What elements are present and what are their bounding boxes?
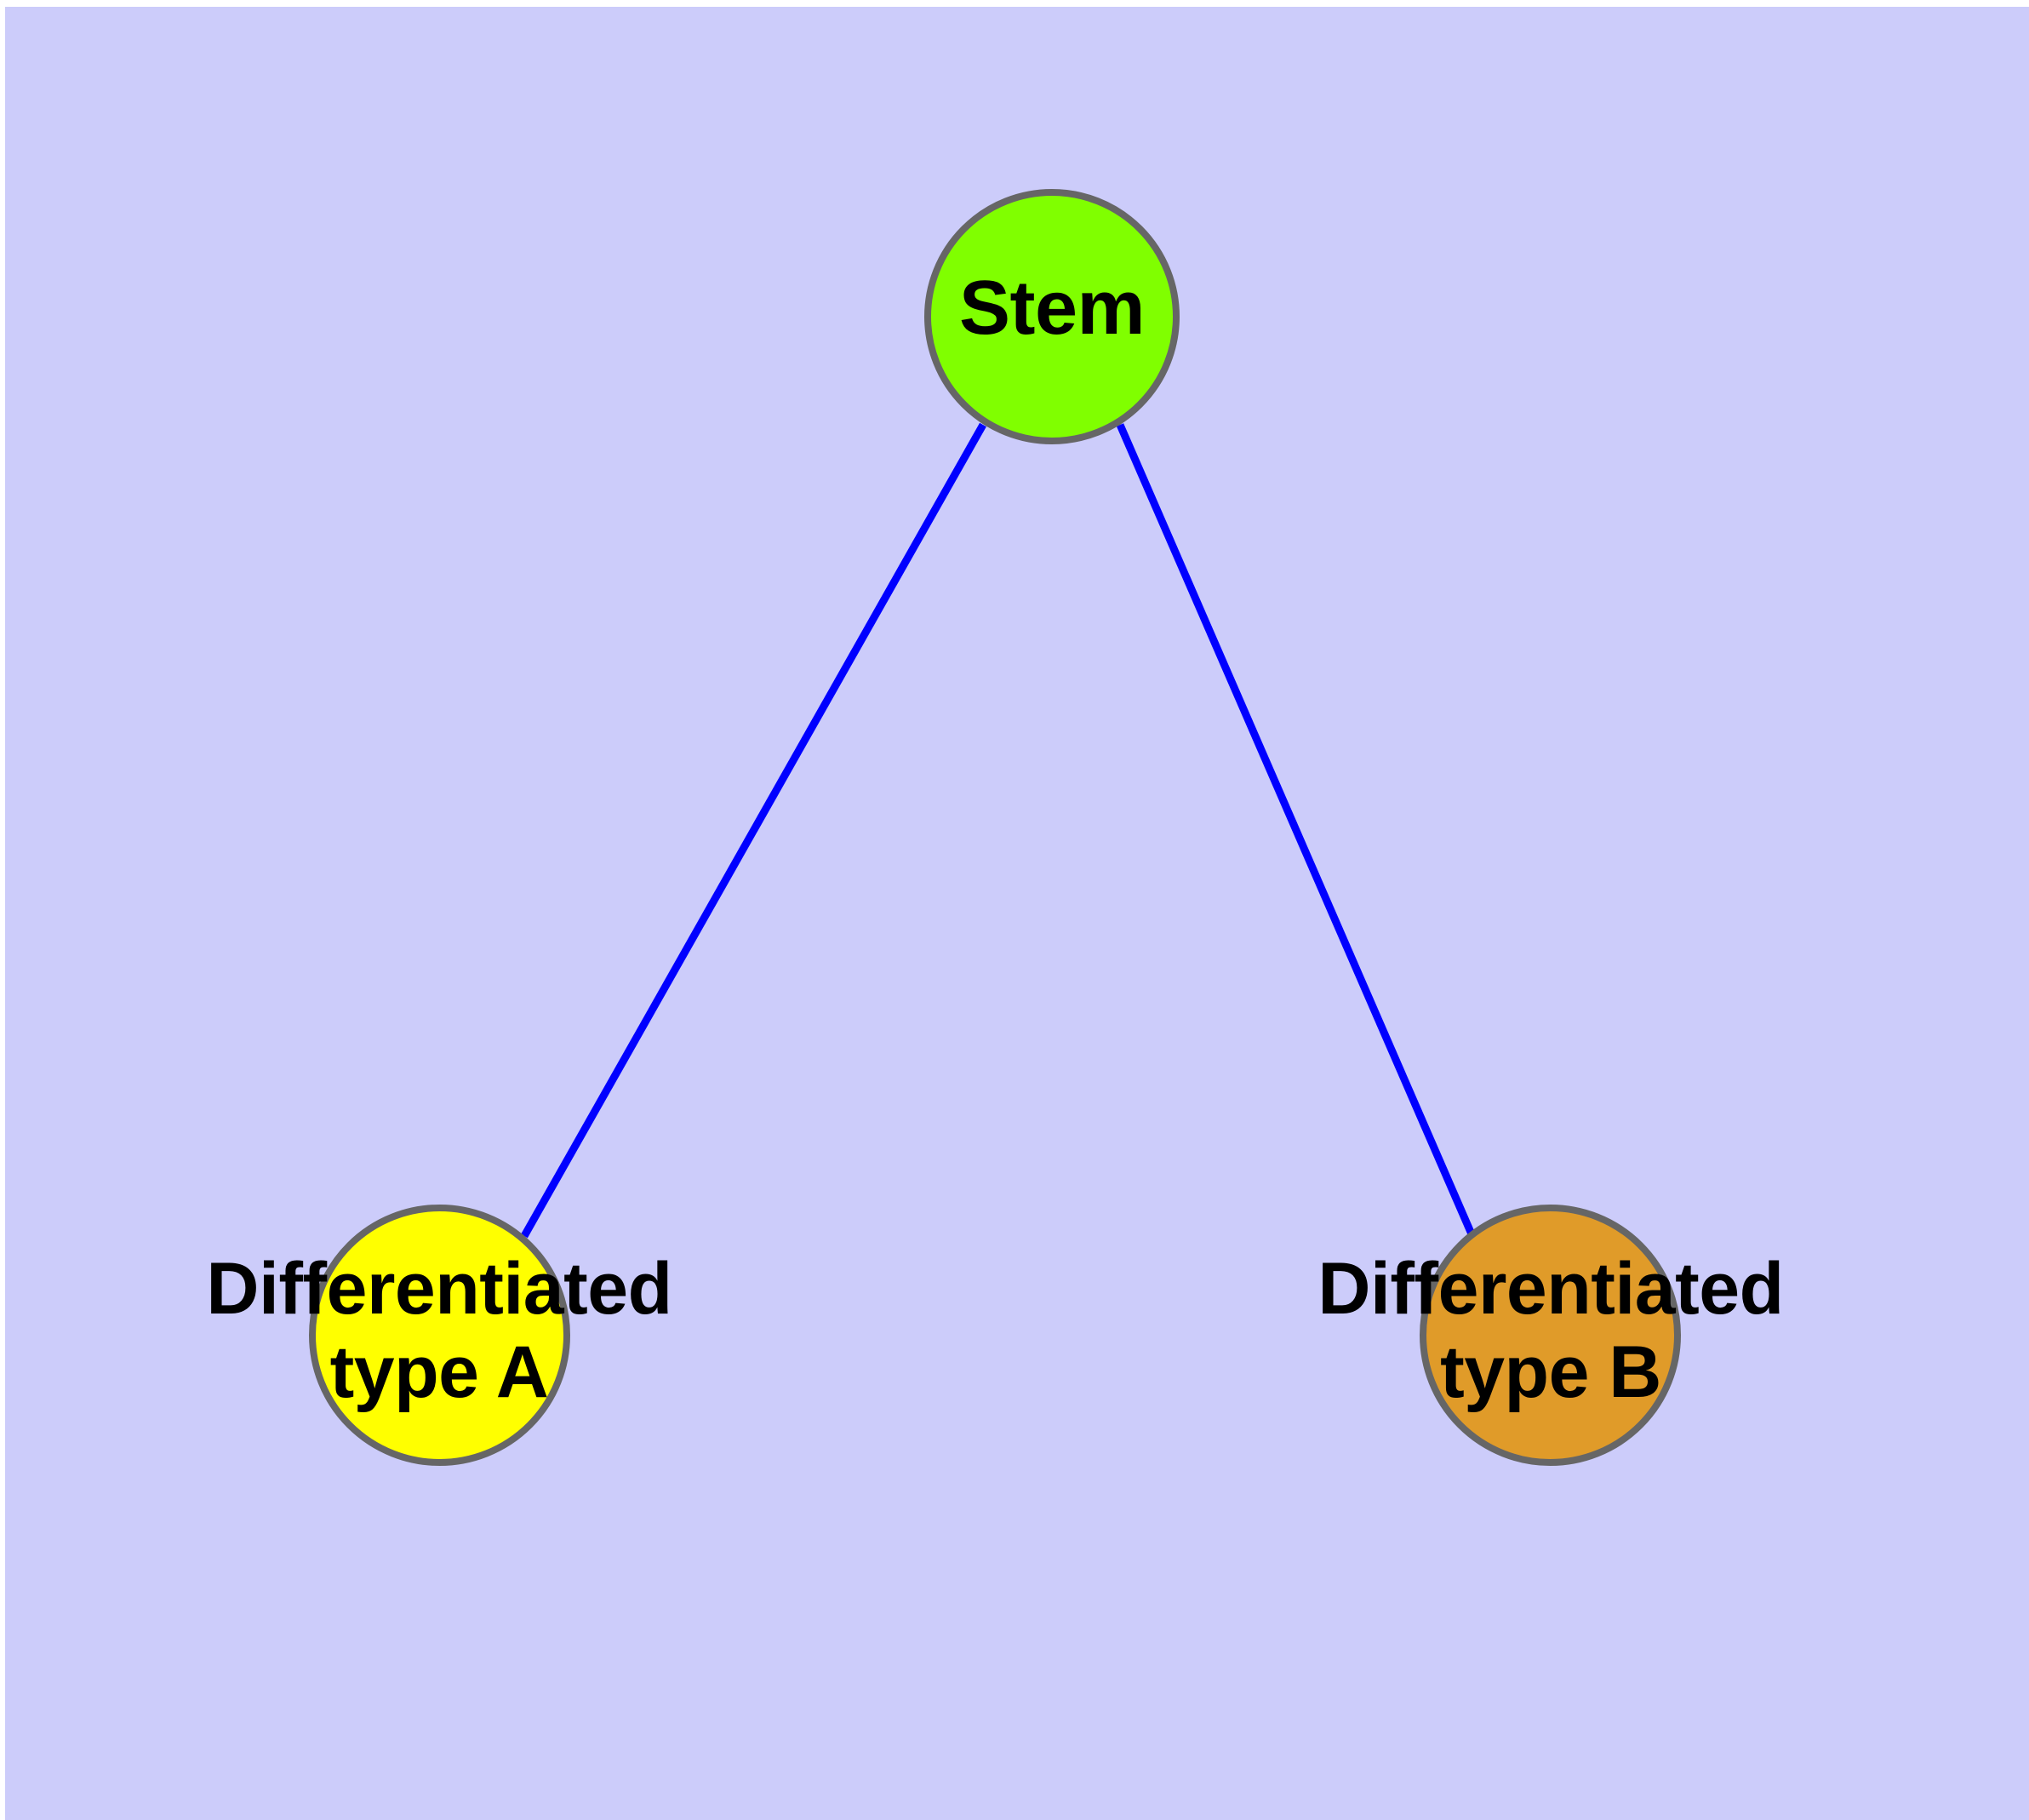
- node-label-stem: Stem: [958, 266, 1146, 351]
- edge-stem-to-differentiated-type-b[interactable]: [1116, 423, 1477, 1238]
- node-label-differentiated-type-b: Differentiated type B: [1317, 1248, 1784, 1414]
- node-differentiated-type-a[interactable]: [309, 1205, 570, 1466]
- edge-stem-to-differentiated-type-a[interactable]: [521, 422, 986, 1239]
- node-label-differentiated-type-a: Differentiated type A: [206, 1248, 672, 1414]
- node-stem[interactable]: [924, 189, 1180, 444]
- node-differentiated-type-b[interactable]: [1420, 1205, 1681, 1466]
